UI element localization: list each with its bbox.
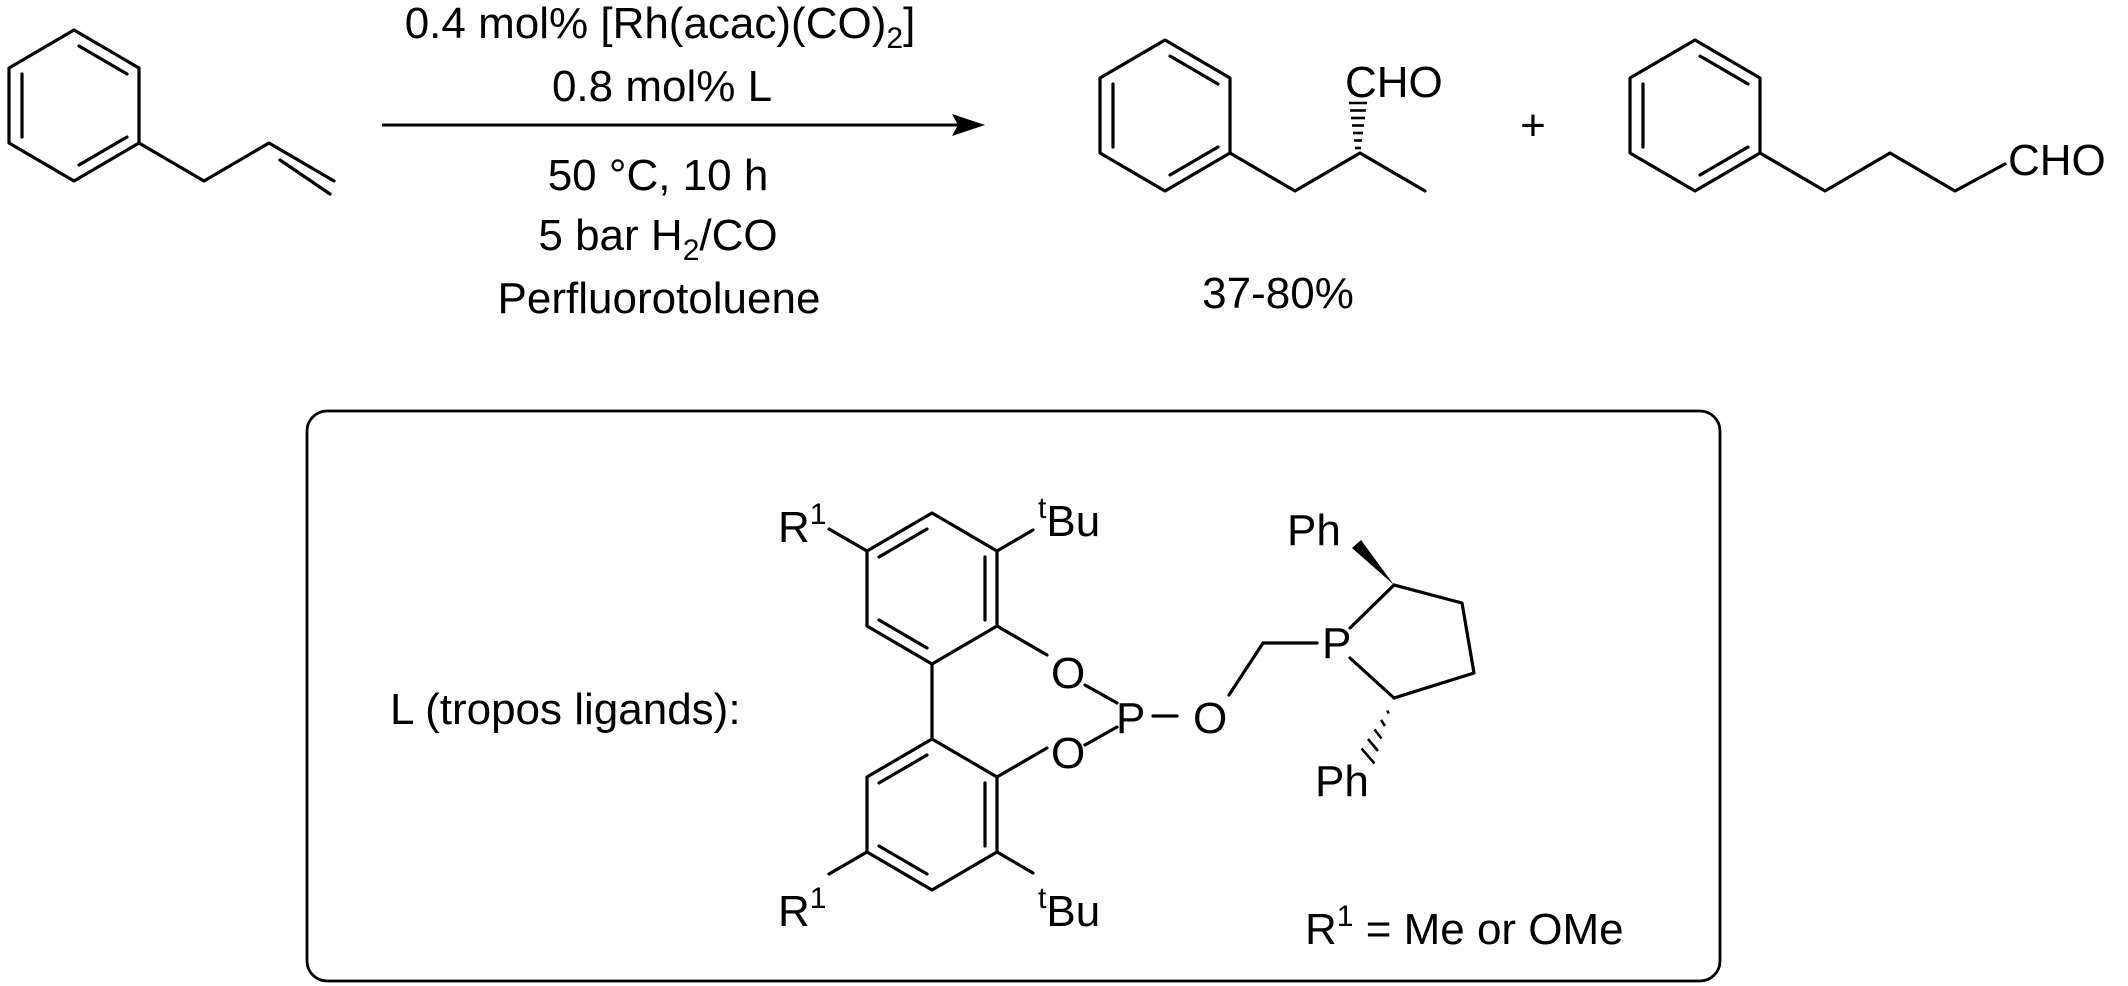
temperature-time: 50 °C, 10 h [548,151,769,200]
linear-cho-label: CHO [2008,136,2106,185]
phosphite-core: P O [1083,641,1319,747]
r1-definition: R1 = Me or OMe [1305,900,1624,954]
reaction-arrow-head [952,114,985,136]
catalyst-loading: 0.4 mol% [Rh(acac)(CO)2] [405,0,916,55]
upper-aryl-ring: R1 tBu O [778,492,1100,698]
yield-label: 37-80% [1202,269,1354,318]
lower-aryl-ring: R1 tBu O [778,729,1100,936]
upper-r1-label: R1 [778,498,826,552]
solvent: Perfluorotoluene [498,274,821,323]
lower-tbu-label: tBu [1038,882,1100,936]
phospholane-phosphorus: P [1322,619,1351,668]
ligand-box: L (tropos ligands): R1 tBu O R1 tB [305,409,1722,983]
ligand-box-frame [305,409,1722,983]
plus-sign: + [1520,101,1546,150]
wedge-bond [1352,540,1394,585]
ligand-label: L (tropos ligands): [390,685,741,734]
branched-cho-label: CHO [1345,58,1443,107]
upper-oxygen: O [1051,649,1085,698]
lower-r1-label: R1 [778,882,826,936]
linker-oxygen: O [1193,694,1227,743]
lower-phenyl-label: Ph [1315,757,1369,806]
upper-tbu-label: tBu [1038,492,1100,546]
allylbenzene-structure [7,28,336,196]
phosphite-phosphorus: P [1116,694,1145,743]
phospholane-ring: P Ph Ph [1287,506,1476,806]
reaction-conditions: 0.4 mol% [Rh(acac)(CO)2] 0.8 mol% L 50 °… [382,0,985,323]
upper-phenyl-label: Ph [1287,506,1341,555]
ligand-loading: 0.8 mol% L [552,62,772,111]
lower-oxygen: O [1051,729,1085,778]
linear-aldehyde-structure: CHO [1628,38,2106,193]
branched-aldehyde-structure: CHO [1098,38,1443,193]
gas-pressure: 5 bar H2/CO [538,211,777,267]
